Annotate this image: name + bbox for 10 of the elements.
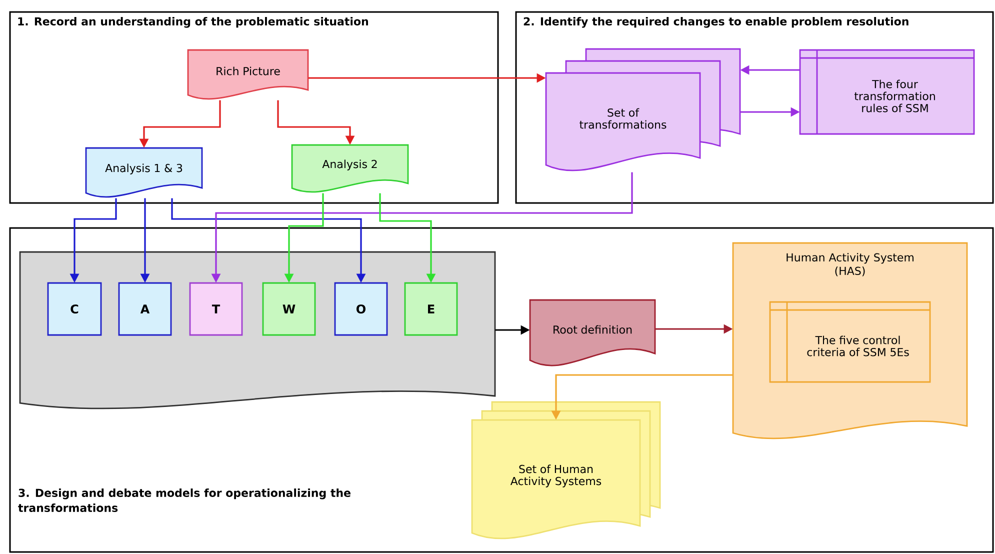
letter-box: C (47, 282, 102, 336)
document-stack: Set of transformations (545, 48, 741, 172)
letter-box: E (404, 282, 458, 336)
storage-box: The four transformation rules of SSM (799, 49, 975, 135)
storage-box: The five control criteria of SSM 5Es (769, 301, 931, 383)
letter-box: T (189, 282, 243, 336)
letter-box: O (334, 282, 388, 336)
letter-box: W (262, 282, 316, 336)
letter-box: A (118, 282, 172, 336)
document-stack: Set of Human Activity Systems (471, 401, 661, 540)
